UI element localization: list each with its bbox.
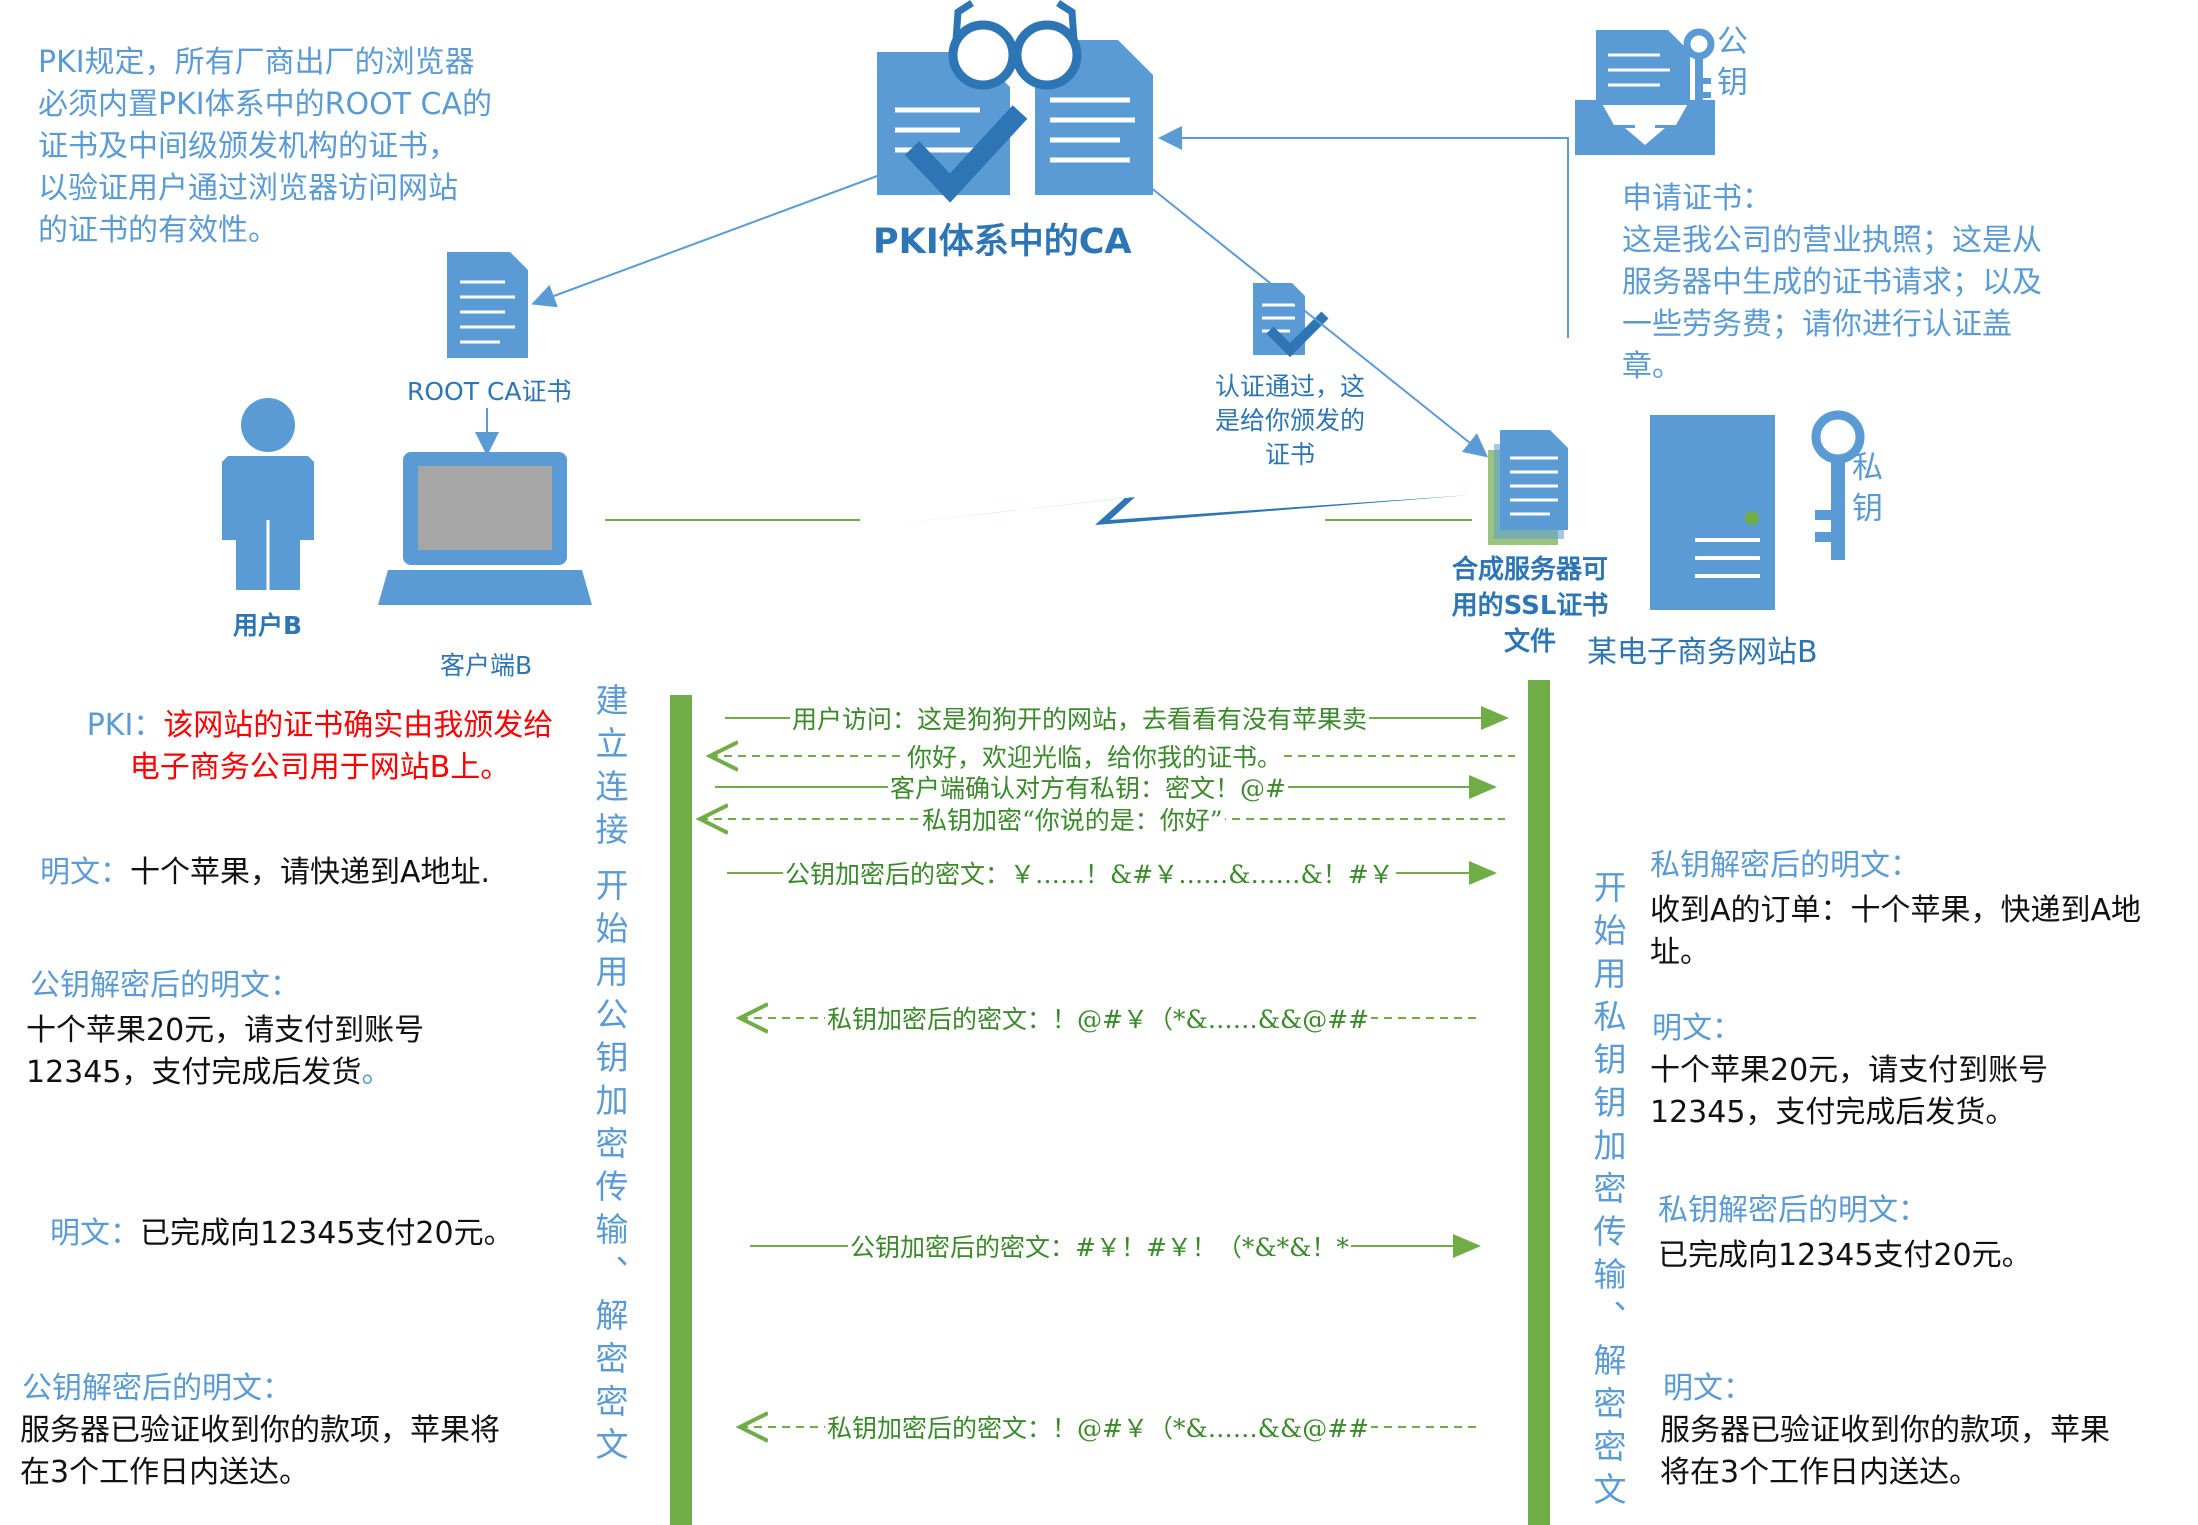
client-plaintext-2: 明文：已完成向12345支付20元。 [50,1213,514,1255]
message-public-encrypted-1: 公钥加密后的密文：￥……！&#￥……&……&！#￥ [783,855,1396,891]
pki-confirmation-text: 该网站的证书确实由我颁发给 电子商务公司用于网站B上。 [129,708,554,785]
apply-to-ca-arrow [1158,126,1569,338]
network-connection [605,495,1472,535]
client-plaintext-1-text: 十个苹果，请快递到A地址. [130,855,491,890]
message-private-encrypted-2: 私钥加密后的密文：！@#￥（*&……&&@## [825,1409,1372,1445]
root-ca-label: ROOT CA证书 [407,372,572,408]
client-public-decrypted-2-text: 服务器已验证收到你的款项，苹果将 在3个工作日内送达。 [20,1413,500,1490]
client-public-decrypted-1-end: 。 [361,1055,392,1090]
apply-certificate-note: 申请证书： 这是我公司的营业执照；这是从 服务器中生成的证书请求；以及 一些劳务… [1622,181,2042,384]
message-server-hello: 你好，欢迎光临，给你我的证书。 [905,738,1285,774]
client-plaintext-2-label: 明文： [50,1216,140,1251]
pki-rule-note: PKI规定，所有厂商出厂的浏览器 必须内置PKI体系中的ROOT CA的 证书及… [38,45,493,248]
server-private-decrypted-1-text: 收到A的订单：十个苹果，快递到A地 址。 [1650,893,2142,970]
root-ca-document-icon [447,252,528,358]
establish-connection-label: 建立连接 [590,683,629,855]
private-key-icon [1811,410,1865,560]
message-private-encrypt-hello: 私钥加密“你说的是：你好” [920,801,1225,837]
pki-confirmation-prefix: PKI： [86,708,164,743]
ca-title: PKI体系中的CA [873,222,1132,262]
pki-confirmation: PKI：该网站的证书确实由我颁发给 电子商务公司用于网站B上。 [50,705,590,789]
client-plaintext-1-label: 明文： [40,855,130,890]
client-label: 客户端B [440,651,533,680]
server-private-decrypted-2-text: 已完成向12345支付20元。 [1658,1238,2032,1273]
public-key-label: 公 钥 [1717,24,1748,101]
ca-to-ssl-arrow [1134,174,1489,458]
server-plaintext-1-text: 十个苹果20元，请支付到账号 12345，支付完成后发货。 [1650,1053,2049,1130]
public-key-icon [1683,28,1715,105]
server-label: 某电子商务网站B [1587,635,1818,670]
glasses-icon [948,0,1082,90]
server-icon [1650,415,1775,610]
client-public-decrypted-1-text: 十个苹果20元，请支付到账号 12345，支付完成后发货 [26,1013,425,1090]
ca-certificate-icon [877,0,1153,203]
user-label: 用户B [233,611,303,640]
server-plaintext-2-label: 明文： [1663,1371,1753,1406]
client-public-decrypted-1: 十个苹果20元，请支付到账号 12345，支付完成后发货。 [26,1010,424,1094]
client-lifeline [670,695,692,1525]
message-public-encrypted-2: 公钥加密后的密文：#￥！#￥！（*&*&！* [848,1228,1351,1264]
server-plaintext-2-text: 服务器已验证收到你的款项，苹果 将在3个工作日内送达。 [1660,1413,2110,1490]
ca-to-rootca-arrow [531,174,881,308]
client-encrypt-transfer-label: 开始用公钥加密传输、解密密文 [590,868,629,1470]
laptop-icon [378,452,592,605]
client-public-decrypted-1-label: 公钥解密后的明文： [30,968,300,1003]
issued-certificate-label: 认证通过，这 是给你颁发的 证书 [1214,372,1365,469]
server-private-decrypted-2-label: 私钥解密后的明文： [1658,1193,1928,1228]
private-key-label: 私 钥 [1852,450,1883,527]
ssl-certificate-icon [1488,430,1568,545]
message-private-encrypted-1: 私钥加密后的密文：！@#￥（*&……&&@## [825,1000,1372,1036]
server-lifeline [1528,680,1550,1525]
server-plaintext-1-label: 明文： [1652,1011,1742,1046]
client-public-decrypted-2-label: 公钥解密后的明文： [22,1371,292,1406]
client-plaintext-1: 明文：十个苹果，请快递到A地址. [40,852,490,894]
application-tray-icon [1575,30,1715,155]
server-encrypt-transfer-label: 开始用私钥钥加密传输、解密密文 [1588,870,1627,1515]
ssl-certificate-label: 合成服务器可 用的SSL证书 文件 [1451,555,1609,657]
message-client-verify: 客户端确认对方有私钥：密文！@# [888,769,1288,805]
message-user-visit: 用户访问：这是狗狗开的网站，去看看有没有苹果卖 [790,700,1370,736]
server-private-decrypted-1-label: 私钥解密后的明文： [1650,848,1920,883]
client-plaintext-2-text: 已完成向12345支付20元。 [140,1216,514,1251]
user-icon [222,398,314,590]
